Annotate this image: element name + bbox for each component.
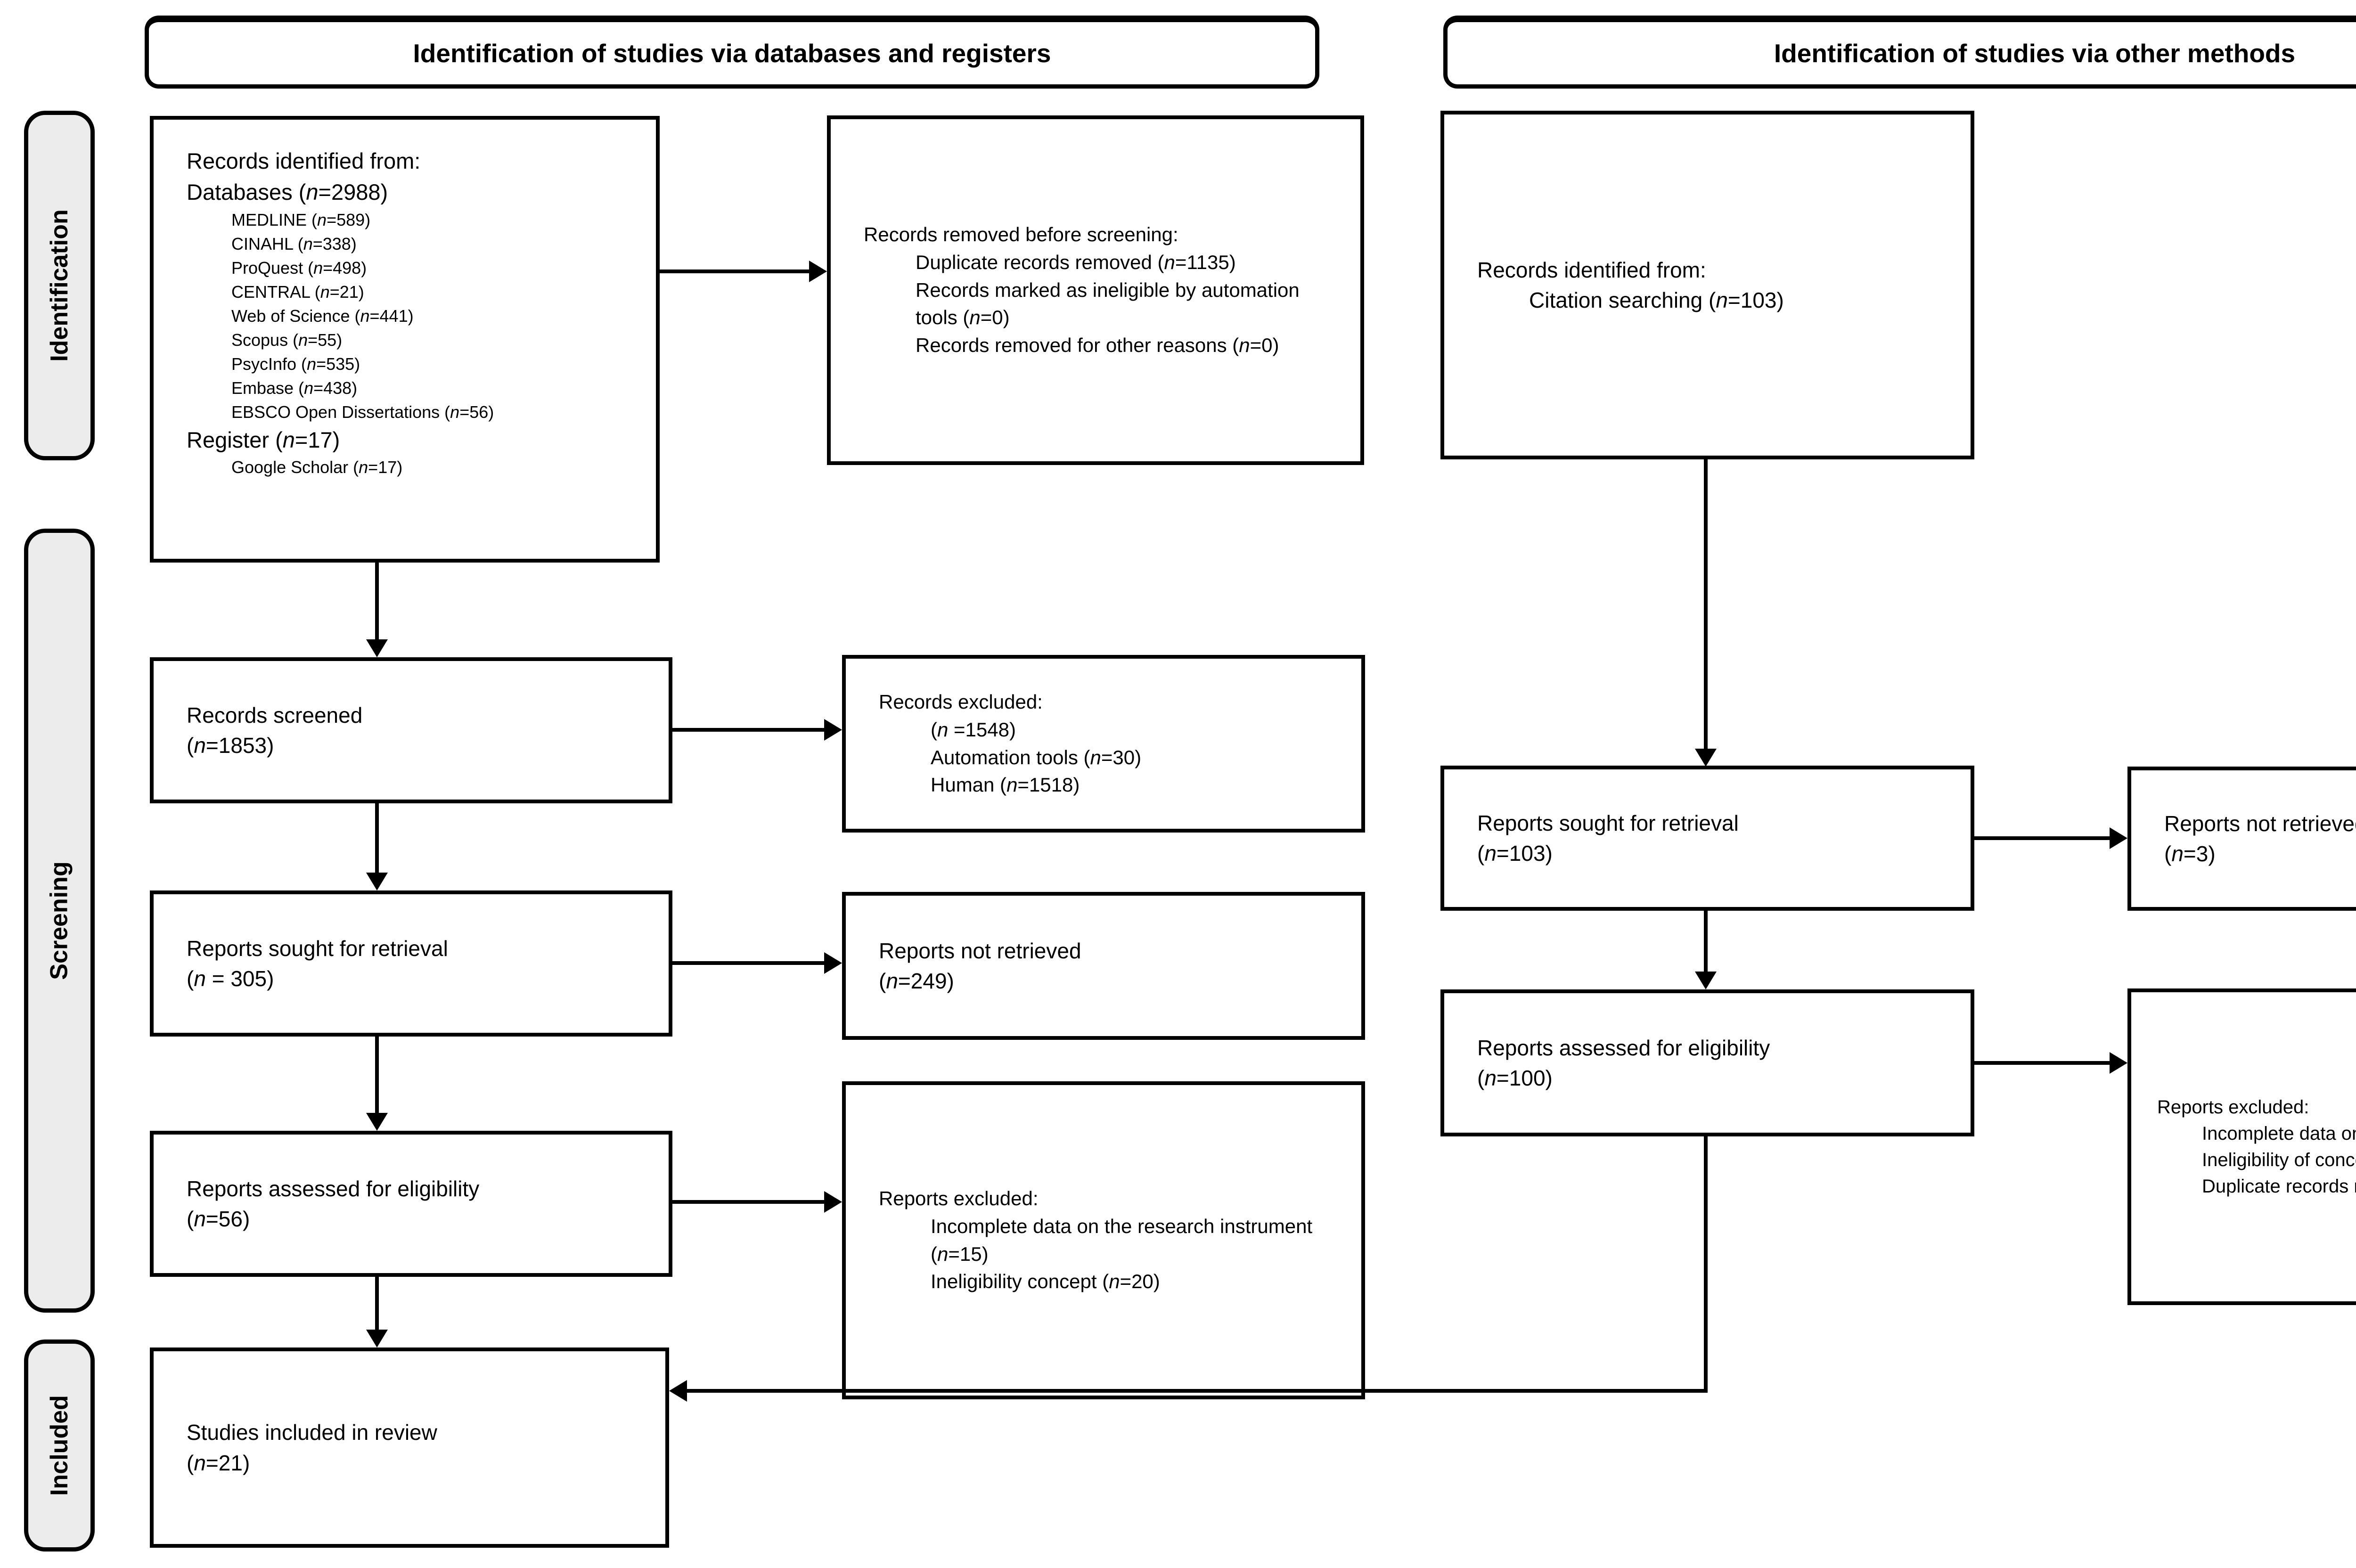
arrow-assessed-to-excluded-head bbox=[824, 1191, 842, 1213]
reports-not-retrieved-other-label: Reports not retrieved bbox=[2164, 811, 2356, 836]
arrow-assessed-to-excluded-other-head bbox=[2110, 1052, 2127, 1074]
box-records-identified-databases: Records identified from: Databases (n=29… bbox=[150, 116, 660, 563]
reports-excluded-db-item: Incomplete data on the research instrume… bbox=[931, 1215, 1313, 1265]
arrow-sought-to-assessed-line bbox=[375, 1037, 379, 1114]
reports-assessed-db-count: (n=56) bbox=[187, 1207, 250, 1231]
box-records-excluded: Records excluded: (n =1548) Automation t… bbox=[842, 655, 1365, 833]
studies-included-count: (n=21) bbox=[187, 1450, 250, 1475]
reports-sought-db-label: Reports sought for retrieval bbox=[187, 936, 448, 961]
db-item: ProQuest (n=498) bbox=[231, 258, 367, 278]
records-removed-title: Records removed before screening: bbox=[864, 223, 1178, 245]
arrow-assessed-to-included-line bbox=[375, 1277, 379, 1331]
arrow-screened-to-sought-line bbox=[375, 803, 379, 874]
arrow-other-to-included-vline bbox=[1704, 1136, 1708, 1393]
arrow-sought-to-notretrieved-line bbox=[672, 961, 826, 965]
arrow-sought-to-notretrieved-head bbox=[824, 952, 842, 974]
box-reports-sought-db: Reports sought for retrieval (n = 305) bbox=[150, 890, 672, 1037]
register-count-line: Register (n=17) bbox=[187, 427, 340, 452]
records-excluded-title: Records excluded: bbox=[879, 690, 1043, 713]
arrow-assessed-to-excluded-other-line bbox=[1974, 1061, 2111, 1065]
reports-excluded-other-item: Duplicate records removed (n=38) bbox=[2202, 1176, 2356, 1197]
citation-searching-line: Citation searching (n=103) bbox=[1529, 288, 1784, 312]
arrow-other-to-included-head bbox=[669, 1380, 687, 1402]
db-item: PsycInfo (n=535) bbox=[231, 354, 360, 374]
db-item: Web of Science (n=441) bbox=[231, 306, 414, 326]
phase-included-label: Included bbox=[46, 1395, 74, 1496]
phase-identification: Identification bbox=[24, 111, 95, 460]
header-other-methods: Identification of studies via other meth… bbox=[1443, 16, 2356, 89]
records-excluded-item: Automation tools (n=30) bbox=[931, 746, 1142, 768]
arrow-identified-to-screened-line bbox=[375, 563, 379, 640]
reports-excluded-other-item: Ineligibility of concept (n=42) bbox=[2202, 1150, 2356, 1170]
reports-sought-other-label: Reports sought for retrieval bbox=[1477, 810, 1739, 835]
db-item: Embase (n=438) bbox=[231, 378, 358, 398]
reports-sought-other-count: (n=103) bbox=[1477, 841, 1553, 866]
phase-screening: Screening bbox=[24, 529, 95, 1313]
arrow-identified-to-removed-line bbox=[660, 270, 810, 273]
arrow-sought-to-assessed-other-head bbox=[1695, 972, 1717, 989]
db-item: EBSCO Open Dissertations (n=56) bbox=[231, 402, 494, 422]
db-item: CENTRAL (n=21) bbox=[231, 282, 364, 302]
arrow-citation-to-sought-head bbox=[1695, 749, 1717, 767]
records-removed-item: Duplicate records removed (n=1135) bbox=[916, 251, 1236, 273]
box-reports-assessed-db: Reports assessed for eligibility (n=56) bbox=[150, 1131, 672, 1277]
records-identified-line: Records identified from: bbox=[187, 148, 421, 173]
phase-identification-label: Identification bbox=[46, 209, 73, 362]
reports-excluded-db-item: Ineligibility concept (n=20) bbox=[931, 1270, 1160, 1293]
box-reports-not-retrieved-other: Reports not retrieved (n=3) bbox=[2127, 767, 2356, 911]
reports-assessed-other-label: Reports assessed for eligibility bbox=[1477, 1035, 1770, 1060]
phase-included: Included bbox=[24, 1339, 95, 1552]
reports-not-retrieved-db-count: (n=249) bbox=[879, 969, 954, 993]
reports-assessed-db-label: Reports assessed for eligibility bbox=[187, 1176, 480, 1201]
records-screened-label: Records screened bbox=[187, 702, 363, 727]
arrow-screened-to-excluded-head bbox=[824, 719, 842, 741]
header-databases-registers-label: Identification of studies via databases … bbox=[413, 39, 1051, 68]
header-other-methods-label: Identification of studies via other meth… bbox=[1774, 39, 2296, 68]
reports-assessed-other-count: (n=100) bbox=[1477, 1066, 1553, 1090]
arrow-screened-to-sought-head bbox=[366, 873, 388, 890]
records-excluded-count: (n =1548) bbox=[931, 718, 1016, 741]
arrow-sought-to-assessed-head bbox=[366, 1113, 388, 1131]
box-reports-not-retrieved-db: Reports not retrieved (n=249) bbox=[842, 892, 1365, 1040]
arrow-sought-to-notretrieved-other-head bbox=[2110, 827, 2127, 849]
arrow-sought-to-notretrieved-other-line bbox=[1974, 836, 2111, 840]
db-item: MEDLINE (n=589) bbox=[231, 210, 371, 229]
citation-identified-line: Records identified from: bbox=[1477, 257, 1706, 282]
reports-excluded-db-title: Reports excluded: bbox=[879, 1187, 1039, 1209]
db-item: Scopus (n=55) bbox=[231, 330, 343, 350]
arrow-sought-to-assessed-other-line bbox=[1704, 911, 1708, 972]
box-records-removed: Records removed before screening: Duplic… bbox=[827, 115, 1364, 465]
records-screened-count: (n=1853) bbox=[187, 733, 274, 758]
header-databases-registers: Identification of studies via databases … bbox=[145, 16, 1319, 89]
phase-screening-label: Screening bbox=[46, 861, 74, 980]
arrow-citation-to-sought-line bbox=[1704, 459, 1708, 750]
reports-not-retrieved-other-count: (n=3) bbox=[2164, 841, 2216, 866]
reports-sought-db-count: (n = 305) bbox=[187, 966, 274, 991]
box-reports-sought-other: Reports sought for retrieval (n=103) bbox=[1440, 766, 1974, 911]
box-records-identified-citation: Records identified from: Citation search… bbox=[1440, 111, 1974, 459]
box-reports-assessed-other: Reports assessed for eligibility (n=100) bbox=[1440, 989, 1974, 1136]
db-item: CINAHL (n=338) bbox=[231, 234, 357, 253]
box-records-screened: Records screened (n=1853) bbox=[150, 657, 672, 803]
records-excluded-item: Human (n=1518) bbox=[931, 774, 1080, 796]
studies-included-label: Studies included in review bbox=[187, 1420, 437, 1445]
reports-excluded-other-item: Incomplete data on the research instrume… bbox=[2202, 1123, 2356, 1144]
box-studies-included: Studies included in review (n=21) bbox=[150, 1348, 669, 1548]
arrow-identified-to-screened-head bbox=[366, 639, 388, 657]
arrow-assessed-to-included-head bbox=[366, 1330, 388, 1348]
box-reports-excluded-db: Reports excluded: Incomplete data on the… bbox=[842, 1081, 1365, 1399]
databases-count-line: Databases (n=2988) bbox=[187, 179, 388, 204]
records-removed-item: Records removed for other reasons (n=0) bbox=[916, 334, 1279, 357]
arrow-other-to-included-hline bbox=[686, 1389, 1708, 1393]
reports-excluded-other-title: Reports excluded: bbox=[2157, 1097, 2309, 1118]
records-removed-item: Records marked as ineligible by automati… bbox=[916, 278, 1300, 329]
register-item: Google Scholar (n=17) bbox=[231, 457, 403, 477]
arrow-assessed-to-excluded-line bbox=[672, 1200, 826, 1204]
reports-not-retrieved-db-label: Reports not retrieved bbox=[879, 938, 1081, 963]
box-reports-excluded-other: Reports excluded: Incomplete data on the… bbox=[2127, 988, 2356, 1305]
arrow-identified-to-removed-head bbox=[809, 261, 827, 282]
arrow-screened-to-excluded-line bbox=[672, 728, 826, 732]
